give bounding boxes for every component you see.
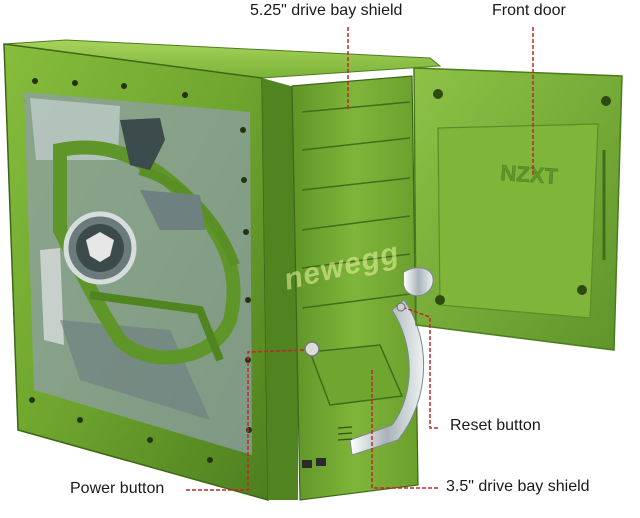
label-reset-button: Reset button <box>450 417 541 434</box>
side-fan <box>63 211 137 285</box>
label-drive-bay-525: 5.25" drive bay shield <box>250 2 403 19</box>
side-window <box>24 92 252 455</box>
side-panel-screws <box>29 78 252 463</box>
front-lower-grille <box>337 426 353 441</box>
front-chrome-accent <box>349 299 425 456</box>
power-button[interactable] <box>304 341 320 357</box>
label-power-button: Power button <box>70 480 165 497</box>
front-door[interactable] <box>403 67 623 351</box>
window-frame-design <box>53 118 241 365</box>
callout-lines <box>186 27 534 491</box>
front-ports <box>302 458 326 468</box>
callout-line-reset-button <box>404 307 438 429</box>
reset-button[interactable] <box>396 302 406 312</box>
label-front-door: Front door <box>492 2 566 19</box>
callout-line-power-button <box>186 349 306 491</box>
drive-bay-35-shield <box>308 344 404 406</box>
callout-line-drive-bay-35 <box>371 368 438 489</box>
case-front-panel <box>262 78 298 500</box>
label-drive-bay-35: 3.5" drive bay shield <box>446 478 590 495</box>
door-logo: NZXT <box>500 160 560 189</box>
drive-bay-525-shields <box>301 101 411 309</box>
